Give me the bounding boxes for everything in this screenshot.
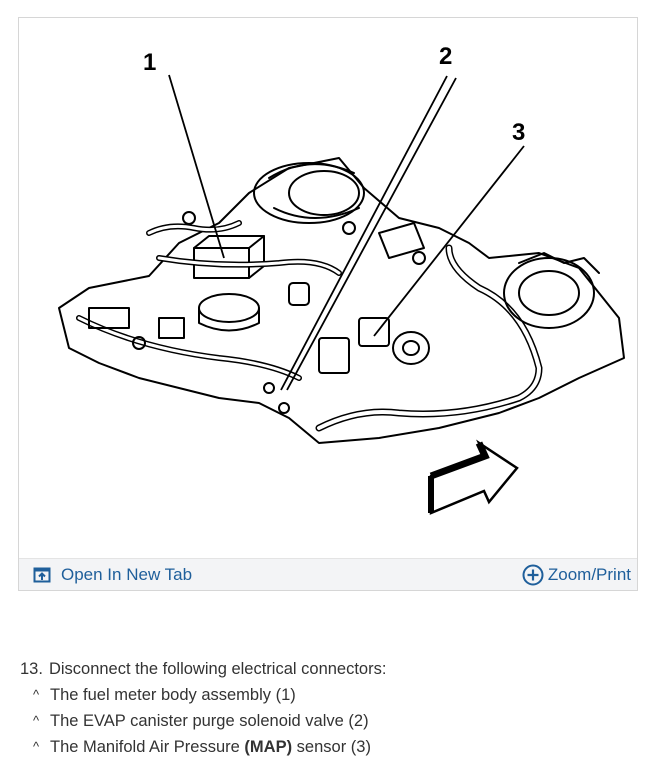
- zoom-print-label: Zoom/Print: [547, 565, 631, 584]
- list-item-text: The Manifold Air Pressure (MAP) sensor (…: [50, 734, 371, 760]
- open-in-new-tab-button[interactable]: Open In New Tab: [33, 564, 192, 586]
- step-text: Disconnect the following electrical conn…: [48, 660, 387, 678]
- figure-container: 1 2 3 Open In New Tab: [18, 17, 638, 591]
- direction-arrow-icon: [428, 439, 519, 515]
- callout-1: 1: [143, 49, 156, 76]
- open-in-new-tab-icon: [33, 567, 51, 583]
- callout-3: 3: [512, 119, 525, 146]
- list-item-text: The fuel meter body assembly (1): [50, 686, 296, 704]
- step-13: 13. Disconnect the following electrical …: [20, 656, 640, 682]
- zoom-print-button[interactable]: Zoom/Print: [522, 563, 631, 587]
- instructions-section: 13. Disconnect the following electrical …: [20, 656, 640, 760]
- callout-2: 2: [439, 43, 452, 70]
- open-in-new-tab-label: Open In New Tab: [61, 565, 193, 584]
- bullet-caret-icon: ^: [32, 687, 40, 702]
- list-item: ^ The EVAP canister purge solenoid valve…: [20, 708, 640, 734]
- figure-toolbar: Open In New Tab Zoom/Print: [19, 558, 637, 590]
- list-item: ^ The fuel meter body assembly (1): [20, 682, 640, 708]
- zoom-plus-circle-icon: [522, 564, 544, 586]
- bullet-caret-icon: ^: [32, 713, 40, 728]
- list-item-text: The EVAP canister purge solenoid valve (…: [50, 712, 369, 730]
- engine-diagram: 1 2 3: [58, 43, 625, 515]
- map-abbreviation: (MAP): [244, 738, 293, 756]
- step-number: 13.: [20, 660, 43, 678]
- list-item-suffix: sensor (3): [292, 738, 371, 756]
- bullet-caret-icon: ^: [32, 739, 40, 754]
- list-item-prefix: The Manifold Air Pressure: [50, 738, 245, 756]
- list-item: ^ The Manifold Air Pressure (MAP) sensor…: [20, 734, 640, 760]
